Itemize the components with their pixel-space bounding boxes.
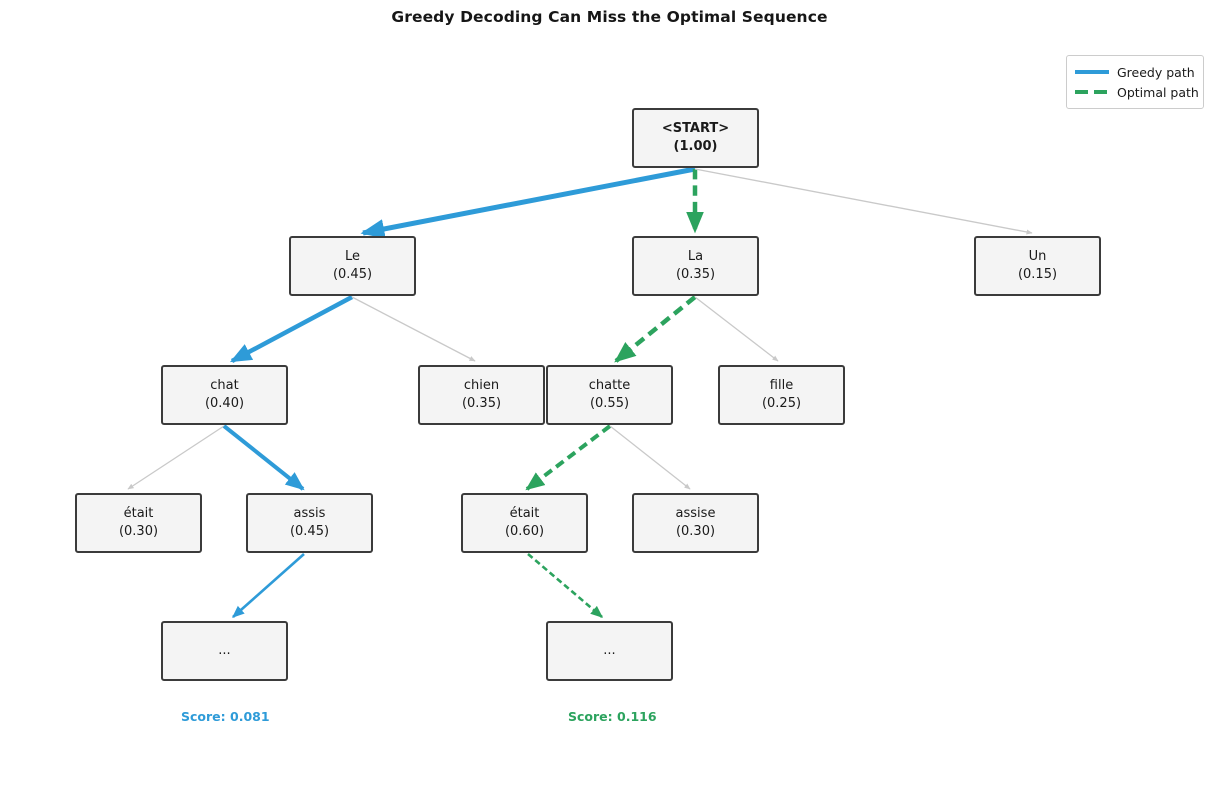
node-le[interactable]: Le (0.45) bbox=[289, 236, 416, 296]
edge-le-to-chien bbox=[351, 296, 476, 362]
node-probability: (0.30) bbox=[118, 524, 159, 539]
edge-la-to-chatte bbox=[614, 295, 697, 363]
node-chatte[interactable]: chatte (0.55) bbox=[546, 365, 673, 425]
legend-item-greedy: Greedy path bbox=[1075, 62, 1195, 82]
node-la[interactable]: La (0.35) bbox=[632, 236, 759, 296]
node-probability: (0.40) bbox=[204, 396, 245, 411]
node-probability: (0.35) bbox=[675, 267, 716, 282]
node-fille[interactable]: fille (0.25) bbox=[718, 365, 845, 425]
legend-item-optimal: Optimal path bbox=[1075, 82, 1199, 102]
node-probability: (0.35) bbox=[461, 396, 502, 411]
edge-la-to-fille bbox=[694, 296, 779, 362]
node-probability: (0.45) bbox=[289, 524, 330, 539]
node-probability: (0.45) bbox=[332, 267, 373, 282]
node-probability: (0.60) bbox=[504, 524, 545, 539]
node-token: assise bbox=[675, 506, 716, 522]
node-probability: (0.15) bbox=[1017, 267, 1058, 282]
node-token: ... bbox=[218, 643, 231, 659]
optimal-line-swatch bbox=[1075, 86, 1109, 98]
node-token: Le bbox=[344, 249, 360, 265]
edge-start-to-le bbox=[360, 166, 696, 239]
legend-label-optimal: Optimal path bbox=[1117, 84, 1199, 100]
edge-chat-to-assis bbox=[222, 424, 305, 491]
node-token: chatte bbox=[588, 378, 631, 394]
node-token: était bbox=[509, 506, 540, 522]
node-probability: (0.25) bbox=[761, 396, 802, 411]
node-token: La bbox=[687, 249, 704, 265]
node-token: était bbox=[123, 506, 154, 522]
greedy-score: Score: 0.081 bbox=[181, 709, 270, 724]
legend: Greedy path Optimal path bbox=[1066, 55, 1204, 109]
node-token: Un bbox=[1028, 249, 1047, 265]
node-un[interactable]: Un (0.15) bbox=[974, 236, 1101, 296]
node-token: assis bbox=[293, 506, 326, 522]
edge-start-to-un bbox=[694, 168, 1033, 235]
node-token: chien bbox=[463, 378, 500, 394]
page-title: Greedy Decoding Can Miss the Optimal Seq… bbox=[391, 8, 828, 26]
node-token: chat bbox=[210, 378, 239, 394]
edge-chat-to-etait1 bbox=[127, 425, 225, 490]
edge-le-to-chat bbox=[229, 295, 354, 363]
node-dots1[interactable]: ... bbox=[161, 621, 288, 681]
node-token: <START> bbox=[661, 121, 730, 137]
node-probability: (0.55) bbox=[589, 396, 630, 411]
node-chien[interactable]: chien (0.35) bbox=[418, 365, 545, 425]
edge-chatte-to-etait2 bbox=[525, 424, 612, 491]
node-dots2[interactable]: ... bbox=[546, 621, 673, 681]
node-etait2[interactable]: était (0.60) bbox=[461, 493, 588, 553]
greedy-line-swatch bbox=[1075, 66, 1109, 78]
node-probability: (1.00) bbox=[673, 139, 718, 154]
node-start[interactable]: <START> (1.00) bbox=[632, 108, 759, 168]
node-chat[interactable]: chat (0.40) bbox=[161, 365, 288, 425]
optimal-score: Score: 0.116 bbox=[568, 709, 657, 724]
node-assis[interactable]: assis (0.45) bbox=[246, 493, 373, 553]
node-probability: (0.30) bbox=[675, 524, 716, 539]
edge-etait2-to-dots2 bbox=[527, 553, 604, 618]
node-token: ... bbox=[603, 643, 616, 659]
node-assise[interactable]: assise (0.30) bbox=[632, 493, 759, 553]
node-token: fille bbox=[769, 378, 794, 394]
legend-label-greedy: Greedy path bbox=[1117, 64, 1195, 80]
edge-chatte-to-assise bbox=[609, 425, 691, 490]
node-etait1[interactable]: était (0.30) bbox=[75, 493, 202, 553]
edge-assis-to-dots1 bbox=[231, 553, 305, 618]
